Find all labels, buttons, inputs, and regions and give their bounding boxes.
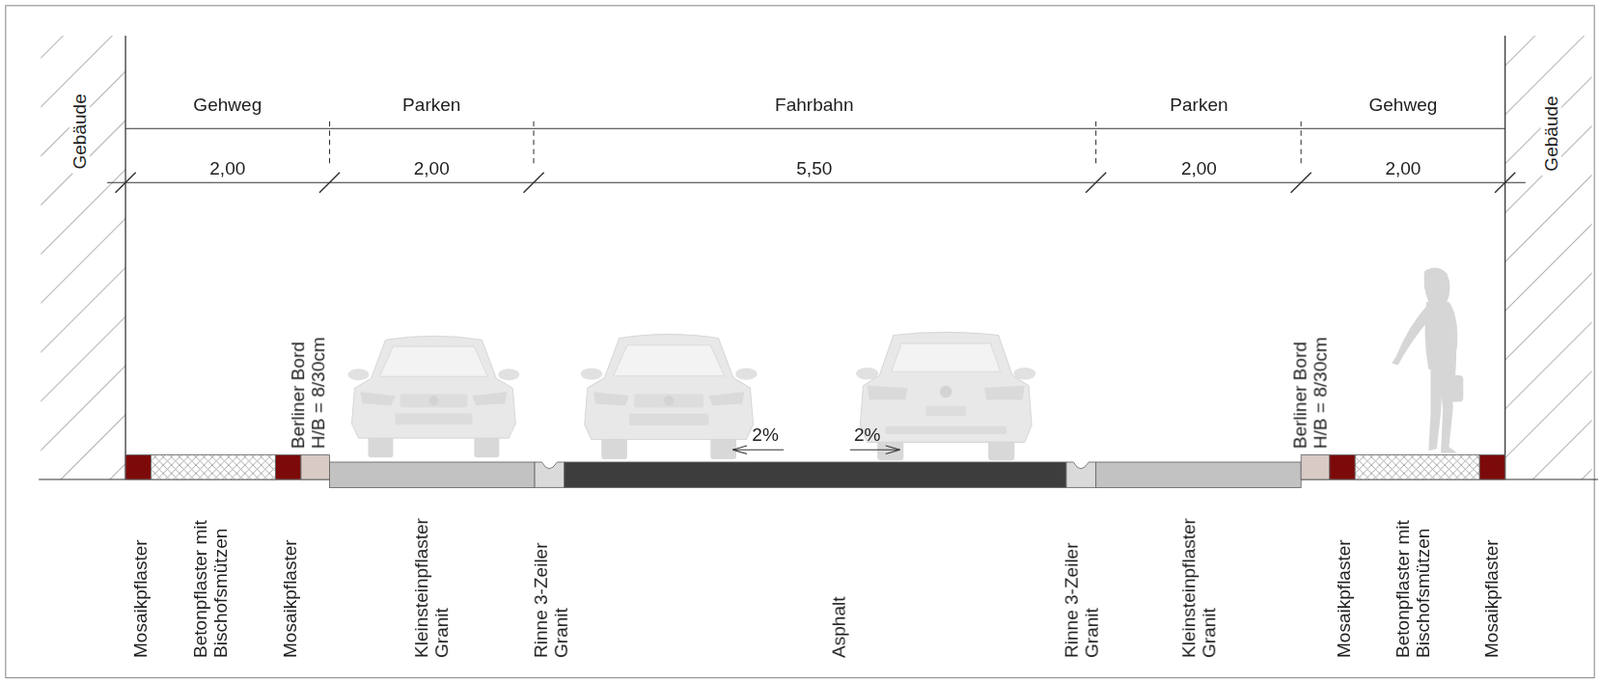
zone-label: Gehweg (1368, 94, 1437, 115)
material-label: Betonpflaster mit Bischofsmützen (1392, 511, 1434, 659)
material-label: Kleinsteinpflaster Granit (1178, 511, 1219, 659)
car-rear (855, 331, 1036, 461)
material-label: Betonpflaster mit Bischofsmützen (190, 511, 231, 659)
dimension-value: 2,00 (1384, 158, 1421, 179)
dimension-value: 5,50 (796, 158, 832, 179)
car-front (580, 334, 758, 461)
slope-value: 2% (854, 424, 882, 445)
pavement (125, 455, 1506, 489)
building-wall (1504, 35, 1506, 480)
material-label: Rinne 3-Zeiler Granit (1061, 511, 1103, 659)
zone-label: Gehweg (193, 94, 262, 115)
material-label: Mosaikpflaster (1333, 511, 1354, 659)
zone-label: Fahrbahn (774, 94, 854, 115)
slope-arrow (732, 445, 900, 454)
material-label: Rinne 3-Zeiler Granit (530, 511, 572, 659)
pedestrian (1391, 268, 1463, 454)
dimension-lines (107, 121, 1526, 194)
dimension-value: 2,00 (1181, 158, 1217, 179)
zone-label: Parken (402, 94, 461, 115)
car-front (348, 335, 521, 458)
building-label: Gebäude (1541, 91, 1562, 176)
material-label: Mosaikpflaster (130, 511, 151, 659)
dimension-value: 2,00 (209, 158, 246, 179)
building-label: Gebäude (69, 89, 90, 174)
material-label: Kleinsteinpflaster Granit (411, 511, 452, 659)
curb-label: Berliner Bord H/B = 8/30cm (1290, 320, 1331, 449)
curb-label: Berliner Bord H/B = 8/30cm (287, 320, 329, 449)
material-label: Mosaikpflaster (279, 511, 301, 659)
slope-value: 2% (751, 424, 779, 445)
zone-label: Parken (1169, 94, 1228, 115)
material-label: Asphalt (828, 511, 850, 659)
building-wall (124, 35, 126, 480)
frame (5, 5, 1595, 679)
material-label: Mosaikpflaster (1481, 511, 1502, 659)
building-hatch (40, 35, 126, 480)
dimension-value: 2,00 (413, 158, 450, 179)
building-hatch (1505, 35, 1593, 480)
